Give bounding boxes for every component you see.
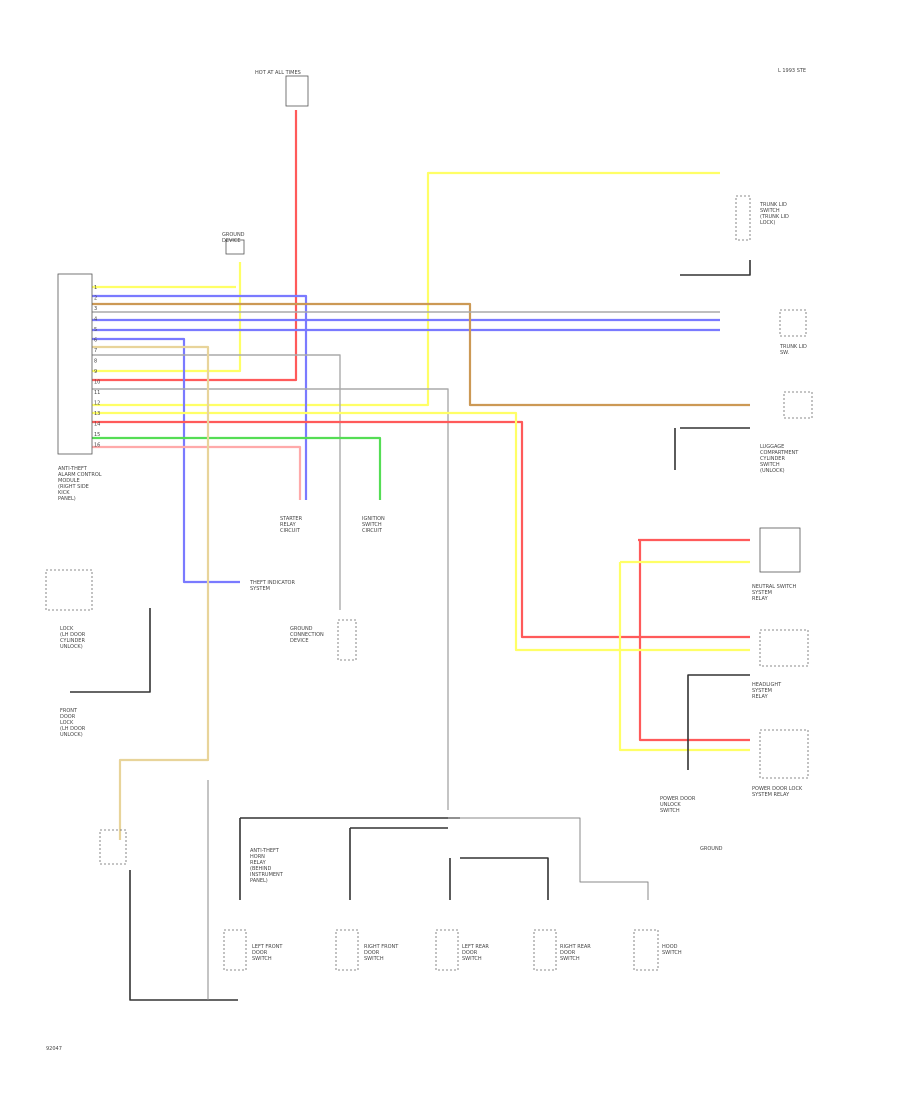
ground-label: GROUND xyxy=(700,846,723,852)
module-pin-1: 1 xyxy=(94,285,97,291)
wire-yellow-long xyxy=(92,411,750,752)
wire-green xyxy=(92,436,382,500)
module-pin-7: 7 xyxy=(94,348,97,354)
module-pin-16: 16 xyxy=(94,443,100,449)
neutral-relay xyxy=(759,527,801,573)
trunk-switch-bottom xyxy=(99,829,127,865)
luggage-switch xyxy=(783,391,813,419)
hot-all-times-label: HOT AT ALL TIMES xyxy=(255,70,301,76)
components: HOT AT ALL TIMES xyxy=(45,70,813,971)
module-pin-3: 3 xyxy=(94,306,97,312)
horn-relay xyxy=(337,619,357,661)
ground-device xyxy=(225,239,245,255)
module-pin-8: 8 xyxy=(94,359,97,365)
headlight-relay xyxy=(759,629,809,667)
module-pin-9: 9 xyxy=(94,369,97,375)
wire-red-long xyxy=(92,420,750,742)
module-pin-13: 13 xyxy=(94,411,100,417)
wires xyxy=(70,110,751,1001)
rear-rh-switch xyxy=(533,929,557,971)
module-pin-14: 14 xyxy=(94,422,100,428)
module-pin-4: 4 xyxy=(94,317,97,323)
module-pin-12: 12 xyxy=(94,401,100,407)
lh-door-lock xyxy=(45,569,93,611)
corner-code: L 1993 STE xyxy=(778,68,806,74)
wire-black xyxy=(70,260,751,1001)
antitheft-module xyxy=(57,273,93,455)
wire-pink xyxy=(92,445,302,500)
front-lh-switch xyxy=(223,929,247,971)
trunk-lid-sw xyxy=(779,309,807,337)
trunk-lid-switch xyxy=(735,195,751,241)
module-pin-15: 15 xyxy=(94,432,100,438)
hood-switch xyxy=(633,929,659,971)
wire-gray-1 xyxy=(92,311,720,810)
footer-code: 92047 xyxy=(46,1046,62,1052)
wire-red-fuse xyxy=(92,110,298,382)
wire-tan xyxy=(92,302,750,407)
wire-gray-bottom xyxy=(207,780,649,1000)
wire-yellow-top xyxy=(92,171,720,407)
front-rh-switch xyxy=(335,929,359,971)
wire-blue-1 xyxy=(92,294,720,584)
wire-tan-trunk xyxy=(92,345,210,840)
module-pin-6: 6 xyxy=(94,338,97,344)
module-pin-11: 11 xyxy=(94,390,100,396)
module-pin-5: 5 xyxy=(94,327,97,333)
module-pin-2: 2 xyxy=(94,296,97,302)
power-door-relay xyxy=(759,729,809,779)
module-pin-10: 10 xyxy=(94,380,100,386)
rear-lh-switch xyxy=(435,929,459,971)
fuse-block xyxy=(285,75,309,107)
